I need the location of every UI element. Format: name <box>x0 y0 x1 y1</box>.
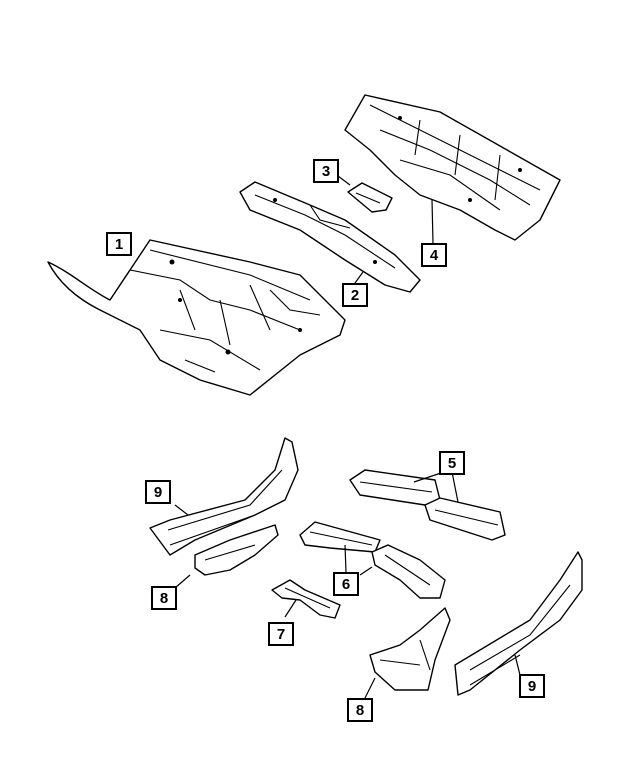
rear-floor-pan <box>344 94 561 241</box>
callout-3[interactable]: 3 <box>313 159 339 183</box>
sill-9-left <box>149 437 299 556</box>
callout-1[interactable]: 1 <box>106 232 132 256</box>
reinforcement-8-lower <box>369 607 451 691</box>
callout-4[interactable]: 4 <box>421 243 447 267</box>
callout-8-lower[interactable]: 8 <box>347 698 373 722</box>
callout-8-upper[interactable]: 8 <box>151 586 177 610</box>
small-bracket <box>347 182 393 213</box>
bracket-7 <box>271 579 341 619</box>
rail-brackets <box>349 469 506 541</box>
reinforcement-8-upper <box>194 524 279 576</box>
callout-7[interactable]: 7 <box>268 622 294 646</box>
sill-9-right <box>454 551 583 696</box>
callout-9-lower[interactable]: 9 <box>519 674 545 698</box>
crossmember <box>239 181 421 293</box>
callout-9-upper[interactable]: 9 <box>145 480 171 504</box>
floor-rails <box>299 521 446 599</box>
callout-2[interactable]: 2 <box>342 283 368 307</box>
front-floor-pan <box>47 239 346 396</box>
callout-6[interactable]: 6 <box>333 572 359 596</box>
callout-5[interactable]: 5 <box>439 451 465 475</box>
